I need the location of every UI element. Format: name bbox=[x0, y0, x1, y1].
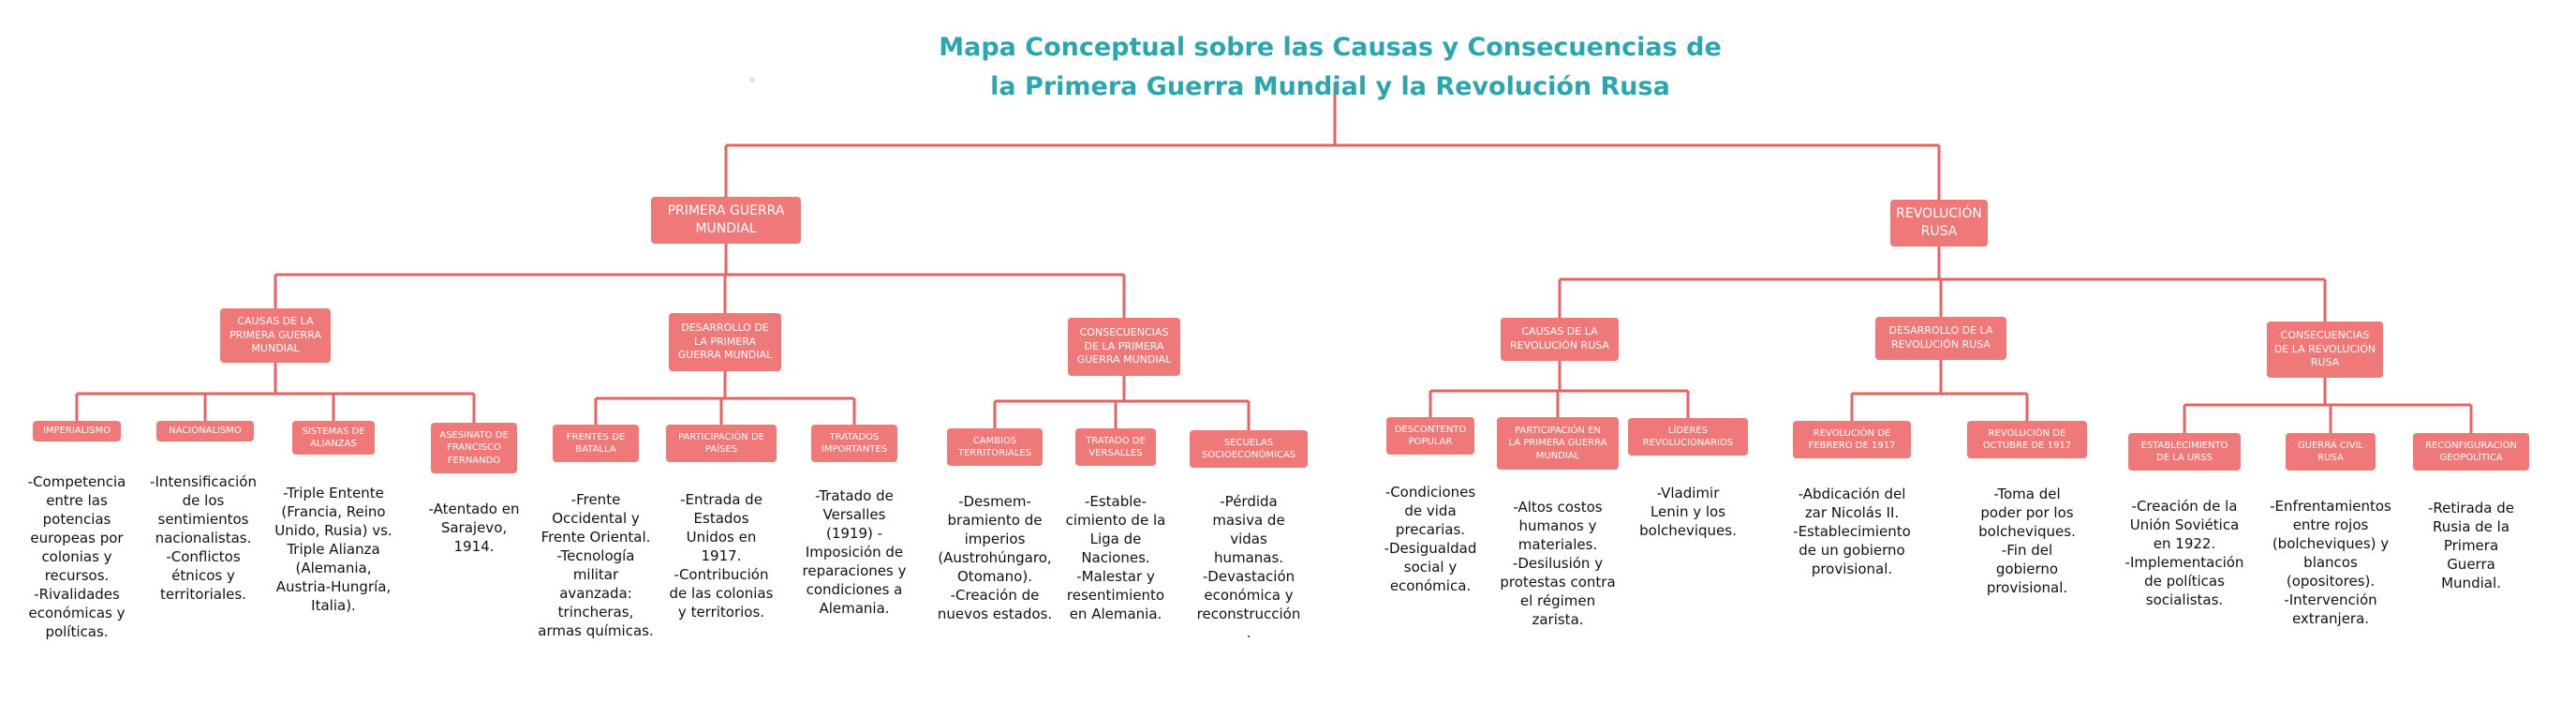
leaf-text-tratado-de-versalles: -Estable- cimiento de la Liga de Nacione… bbox=[1065, 493, 1166, 622]
leaf-text-participacion-de-paises: -Entrada de Estados Unidos en 1917. -Con… bbox=[669, 491, 774, 621]
leaf-text-revolucion-de-octubre-de-1917: -Toma del poder por los bolcheviques. -F… bbox=[1978, 486, 2076, 596]
node-tratados-importantes[interactable]: TRATADOS IMPORTANTES bbox=[811, 425, 897, 462]
node-secuelas-socioeconomicas[interactable]: SECUELAS SOCIOECONÓMICAS bbox=[1190, 430, 1308, 468]
node-causas-de-la-revolucion-rusa[interactable]: CAUSAS DE LA REVOLUCIÓN RUSA bbox=[1501, 318, 1619, 361]
decorative-dot bbox=[749, 77, 755, 82]
node-revolucion-rusa[interactable]: REVOLUCIÓN RUSA bbox=[1890, 200, 1988, 247]
leaf-text-frentes-de-batalla: -Frente Occidental y Frente Oriental. -T… bbox=[538, 491, 654, 639]
node-cambios-territoriales[interactable]: CAMBIOS TERRITORIALES bbox=[947, 428, 1043, 466]
leaf-text-descontento-popular: -Condiciones de vida precarias. -Desigua… bbox=[1384, 484, 1477, 594]
title-line-1: Mapa Conceptual sobre las Causas y Conse… bbox=[939, 33, 1722, 62]
leaf-text-cambios-territoriales: -Desmem- bramiento de imperios (Austrohú… bbox=[937, 493, 1053, 622]
node-participacion-de-paises[interactable]: PARTICIPACIÓN DE PAÍSES bbox=[666, 425, 777, 462]
node-imperialismo[interactable]: IMPERIALISMO bbox=[33, 421, 121, 441]
title-line-2: la Primera Guerra Mundial y la Revolució… bbox=[990, 72, 1670, 101]
leaf-text-tratados-importantes: -Tratado de Versalles (1919) - Imposició… bbox=[802, 487, 907, 617]
node-guerra-civil-rusa[interactable]: GUERRA CIVIL RUSA bbox=[2286, 433, 2376, 471]
node-causas-de-la-primera-guerra-mundial[interactable]: CAUSAS DE LA PRIMERA GUERRA MUNDIAL bbox=[220, 308, 331, 363]
leaf-text-revolucion-de-febrero-de-1917: -Abdicación del zar Nicolás II. -Estable… bbox=[1793, 486, 1911, 577]
node-consecuencias-de-la-primera-guerra-mundial[interactable]: CONSECUENCIAS DE LA PRIMERA GUERRA MUNDI… bbox=[1068, 318, 1180, 376]
node-nacionalismo[interactable]: NACIONALISMO bbox=[156, 421, 254, 441]
node-sistemas-de-alianzas[interactable]: SISTEMAS DE ALIANZAS bbox=[292, 421, 375, 455]
leaf-text-sistemas-de-alianzas: -Triple Entente (Francia, Reino Unido, R… bbox=[274, 485, 392, 614]
node-descontento-popular[interactable]: DESCONTENTO POPULAR bbox=[1386, 417, 1474, 455]
node-asesinato-de-francisco-fernando[interactable]: ASESINATO DE FRANCISCO FERNANDO bbox=[431, 423, 517, 473]
node-tratado-de-versalles[interactable]: TRATADO DE VERSALLES bbox=[1075, 428, 1156, 466]
leaf-text-imperialismo: -Competencia entre las potencias europea… bbox=[27, 473, 126, 640]
leaf-text-secuelas-socioeconomicas: -Pérdida masiva de vidas humanas. -Devas… bbox=[1196, 493, 1301, 641]
node-reconfiguracion-geopolitica[interactable]: RECONFIGURACIÓN GEOPOLÍTICA bbox=[2413, 433, 2529, 471]
leaf-text-establecimiento-de-la-urss: -Creación de la Unión Soviética en 1922.… bbox=[2124, 498, 2244, 608]
node-lideres-revolucionarios[interactable]: LÍDERES REVOLUCIONARIOS bbox=[1628, 418, 1748, 456]
node-frentes-de-batalla[interactable]: FRENTES DE BATALLA bbox=[553, 425, 639, 462]
leaf-text-reconfiguracion-geopolitica: -Retirada de Rusia de la Primera Guerra … bbox=[2427, 500, 2515, 591]
leaf-text-asesinato-de-francisco-fernando: -Atentado en Sarajevo, 1914. bbox=[428, 501, 520, 555]
page-title: Mapa Conceptual sobre las Causas y Conse… bbox=[749, 28, 1911, 107]
node-desarrollo-de-la-revolucion-rusa[interactable]: DESARROLLO DE LA REVOLUCIÓN RUSA bbox=[1875, 317, 2006, 360]
node-consecuencias-de-la-revolucion-rusa[interactable]: CONSECUENCIAS DE LA REVOLUCIÓN RUSA bbox=[2267, 322, 2383, 378]
leaf-text-participacion-en-la-primera-guerra-mundial: -Altos costos humanos y materiales. -Des… bbox=[1500, 499, 1616, 628]
leaf-text-nacionalismo: -Intensificación de los sentimientos nac… bbox=[150, 473, 257, 603]
node-revolucion-de-febrero-de-1917[interactable]: REVOLUCIÓN DE FEBRERO DE 1917 bbox=[1793, 421, 1911, 458]
leaf-text-lideres-revolucionarios: -Vladimir Lenin y los bolcheviques. bbox=[1639, 485, 1737, 539]
node-primera-guerra-mundial[interactable]: PRIMERA GUERRA MUNDIAL bbox=[651, 197, 801, 244]
node-participacion-en-la-primera-guerra-mundial[interactable]: PARTICIPACIÓN EN LA PRIMERA GUERRA MUNDI… bbox=[1497, 417, 1619, 470]
leaf-text-guerra-civil-rusa: -Enfrentamientos entre rojos (bolcheviqu… bbox=[2270, 498, 2391, 627]
node-revolucion-de-octubre-de-1917[interactable]: REVOLUCIÓN DE OCTUBRE DE 1917 bbox=[1967, 421, 2087, 458]
node-desarrollo-de-la-primera-guerra-mundial[interactable]: DESARROLLO DE LA PRIMERA GUERRA MUNDIAL bbox=[669, 313, 781, 371]
node-establecimiento-de-la-urss[interactable]: ESTABLECIMIENTO DE LA URSS bbox=[2128, 433, 2241, 471]
